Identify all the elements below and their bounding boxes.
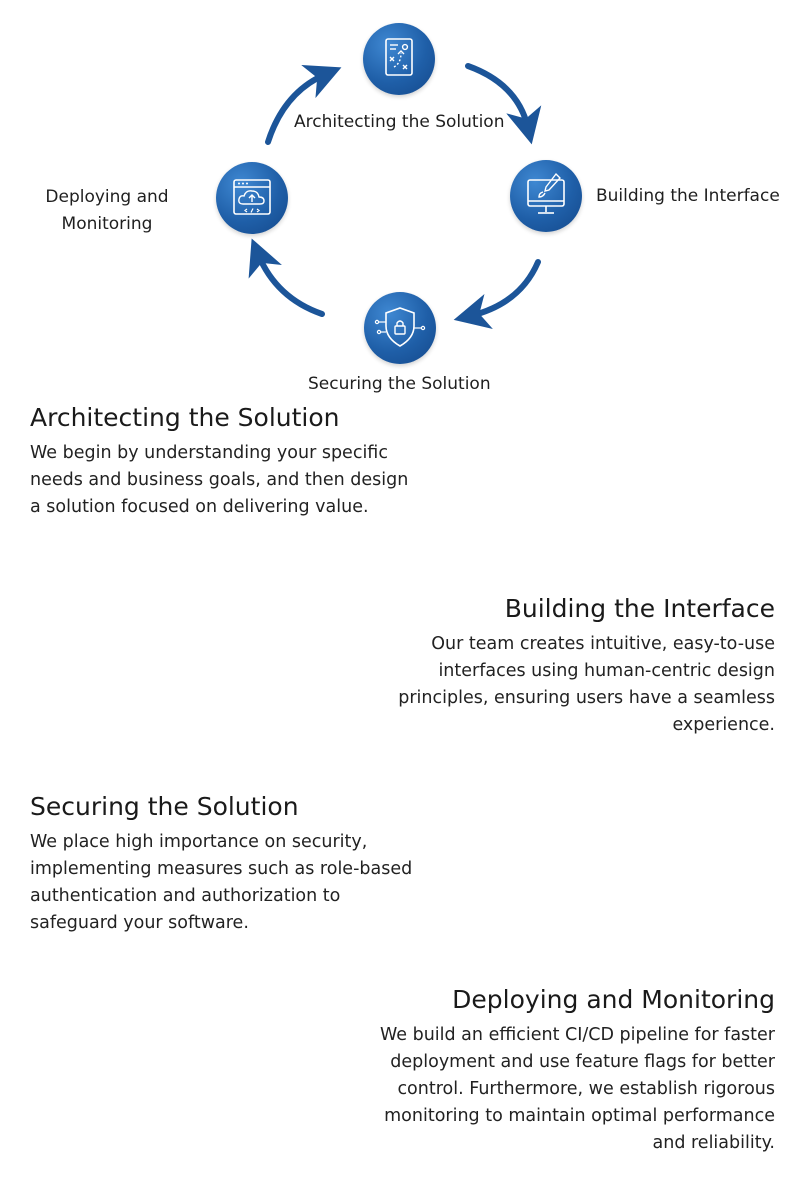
arrow-architect-to-build xyxy=(465,63,542,145)
section-architecting-body: We begin by understanding your specific … xyxy=(30,443,409,517)
securing-node xyxy=(364,292,436,364)
section-building: Building the Interface Our team creates … xyxy=(385,593,775,739)
section-deploying-body: We build an efficient CI/CD pipeline for… xyxy=(379,1025,775,1153)
section-securing-title: Securing the Solution xyxy=(30,792,299,821)
strategy-document-icon xyxy=(385,38,413,76)
section-securing: Securing the Solution We place high impo… xyxy=(30,791,425,937)
arrow-deploy-to-architect xyxy=(265,65,342,145)
design-monitor-icon xyxy=(527,172,565,214)
deploying-node xyxy=(216,162,288,234)
arrow-secure-to-deploy xyxy=(248,238,325,317)
cycle-arrows xyxy=(248,63,542,330)
building-node xyxy=(510,160,582,232)
architecting-node xyxy=(363,23,435,95)
cloud-deploy-icon xyxy=(233,179,271,215)
arrow-build-to-secure xyxy=(453,259,541,330)
building-node-label: Building the Interface xyxy=(596,186,780,206)
section-architecting: Architecting the Solution We begin by un… xyxy=(30,402,420,521)
section-building-body: Our team creates intuitive, easy-to-use … xyxy=(398,634,775,735)
section-securing-body: We place high importance on security, im… xyxy=(30,832,413,933)
architecting-node-label: Architecting the Solution xyxy=(294,112,505,132)
section-architecting-title: Architecting the Solution xyxy=(30,403,340,432)
security-shield-icon xyxy=(374,307,426,347)
section-building-title: Building the Interface xyxy=(504,594,775,623)
section-deploying: Deploying and Monitoring We build an eff… xyxy=(370,984,775,1157)
securing-node-label: Securing the Solution xyxy=(308,374,491,394)
process-cycle-diagram: Architecting the Solution Building the I… xyxy=(0,0,800,400)
deploying-node-label: Deploying and Monitoring xyxy=(45,187,169,234)
section-deploying-title: Deploying and Monitoring xyxy=(452,985,775,1014)
